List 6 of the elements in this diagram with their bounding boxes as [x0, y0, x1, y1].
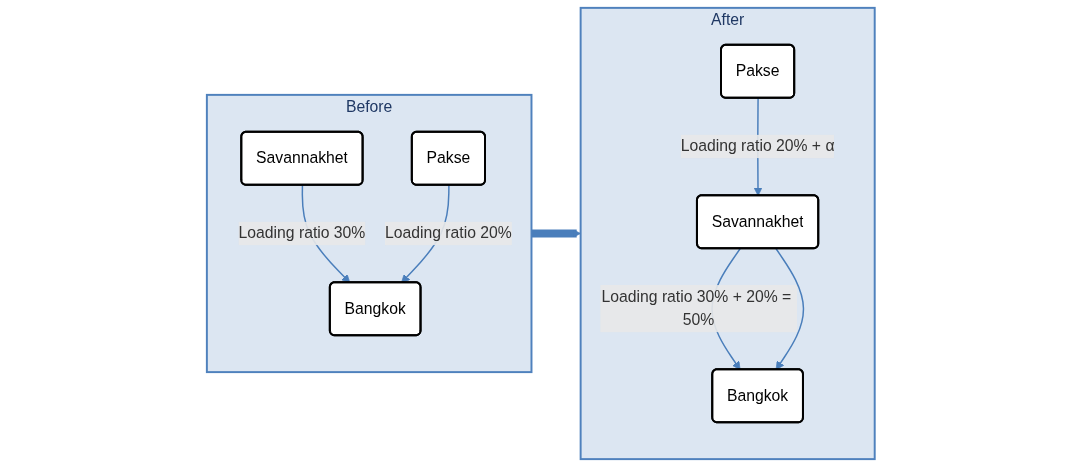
- edge-label: Loading ratio 20%: [384, 224, 512, 242]
- edge-label: Loading ratio 30% + 20% = 50%: [601, 288, 791, 329]
- edge-label: Loading ratio 30%: [238, 224, 366, 242]
- arrow: [775, 248, 804, 371]
- edge-label: Loading ratio 20% + α: [680, 137, 835, 155]
- arrow: [531, 229, 581, 238]
